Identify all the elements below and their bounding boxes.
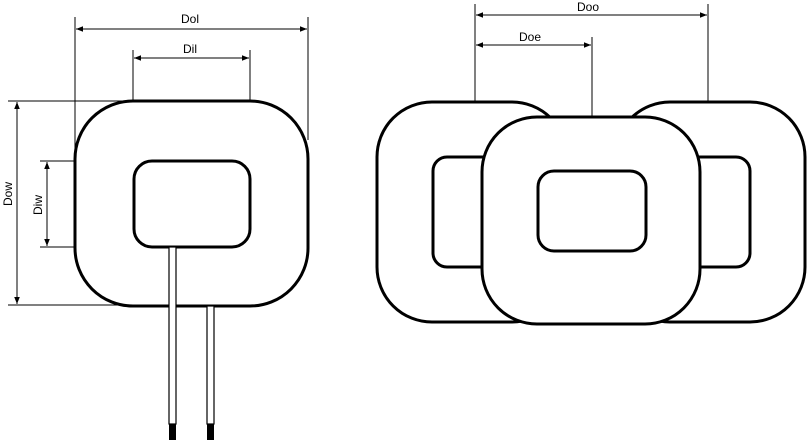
doe-label: Doe <box>519 30 541 44</box>
dil-label: Dil <box>183 42 197 56</box>
inner-window <box>132 159 252 249</box>
lead-wire-left <box>168 246 177 425</box>
single-coil: Dol Dil Dow Diw <box>1 12 310 440</box>
dol-label: Dol <box>181 12 199 26</box>
lead-tip-left <box>169 424 176 440</box>
doo-label: Doo <box>577 0 599 14</box>
center-coil-window <box>536 169 648 253</box>
overlapped-coils: Doo Doe <box>375 0 807 326</box>
lead-wire-right <box>206 305 215 425</box>
diw-label: Diw <box>31 195 45 215</box>
dow-label: Dow <box>1 182 15 206</box>
lead-tip-right <box>207 424 214 440</box>
